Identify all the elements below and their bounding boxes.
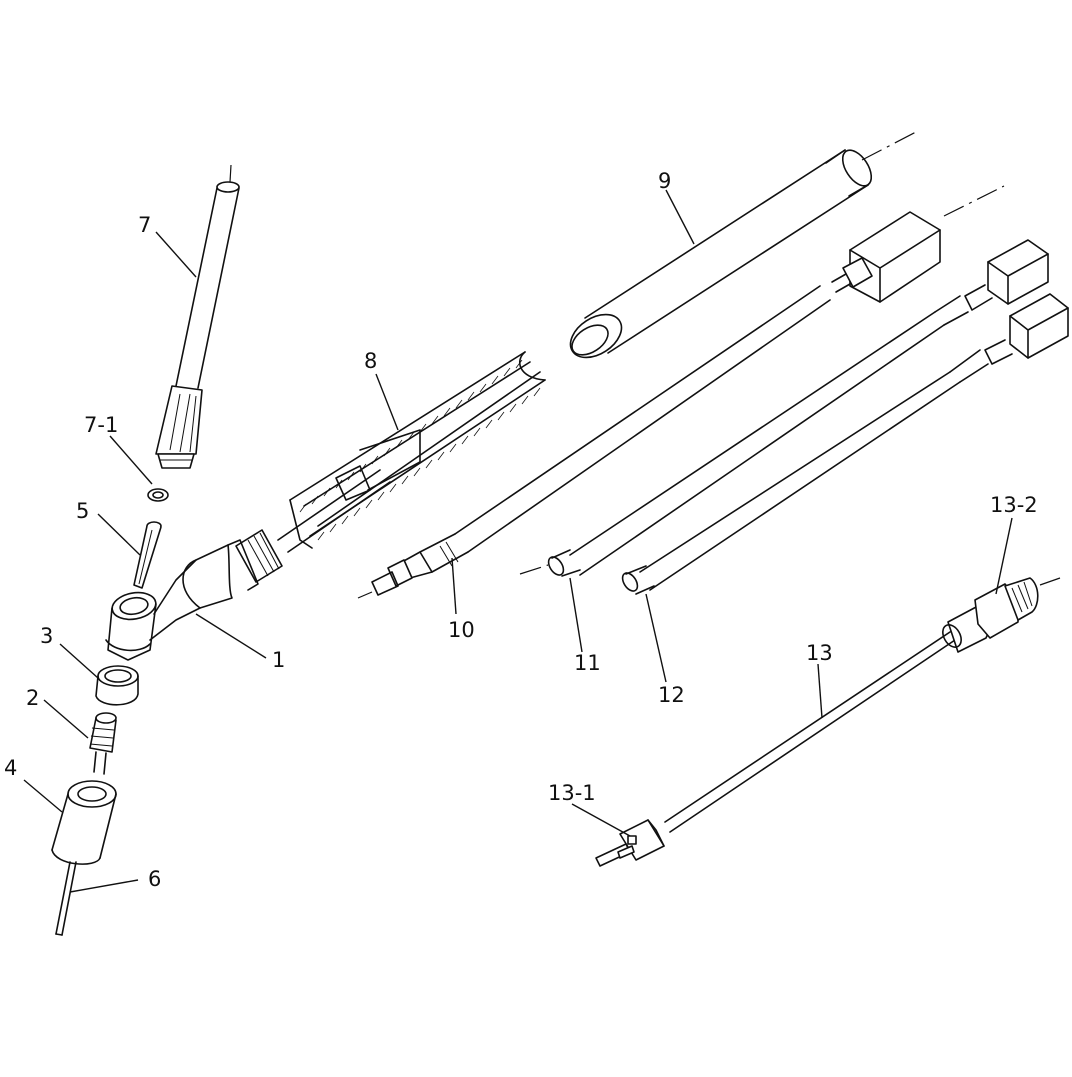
callout-12: 12 [658, 683, 685, 707]
part-4-nozzle [51, 780, 117, 865]
centerlines [229, 131, 1061, 599]
part-7-1-o-ring [147, 488, 169, 502]
part-1-torch-body [105, 469, 391, 661]
part-7-back-cap [155, 181, 240, 469]
callout-8: 8 [364, 349, 377, 373]
part-6-electrode [55, 861, 77, 936]
part-8-handle [289, 351, 546, 549]
part-5-collet [133, 521, 162, 589]
callout-7: 7 [138, 213, 151, 237]
leader-lines [23, 189, 1013, 893]
callout-1: 1 [272, 648, 285, 672]
part-10-cable [371, 211, 941, 596]
callout-4: 4 [4, 756, 17, 780]
callout-labels: 1 2 3 4 5 6 7 7-1 8 9 10 11 12 13 13-1 1… [4, 169, 1038, 891]
callout-11: 11 [574, 651, 601, 675]
part-3-ring [95, 665, 139, 706]
part-2-collet-body [89, 712, 117, 775]
callout-7-1: 7-1 [84, 413, 118, 437]
part-13-1-connector [595, 819, 665, 867]
part-11-gas-hose [547, 239, 1049, 577]
part-13-switch-cable [664, 577, 1039, 833]
callout-13: 13 [806, 641, 833, 665]
part-9-sleeve [569, 149, 873, 359]
callout-10: 10 [448, 618, 475, 642]
callout-6: 6 [148, 867, 161, 891]
callout-2: 2 [26, 686, 39, 710]
callout-5: 5 [76, 499, 89, 523]
part-12-water-hose [621, 293, 1069, 595]
callout-13-2: 13-2 [990, 493, 1038, 517]
callout-9: 9 [658, 169, 671, 193]
callout-3: 3 [40, 624, 53, 648]
callout-13-1: 13-1 [548, 781, 596, 805]
